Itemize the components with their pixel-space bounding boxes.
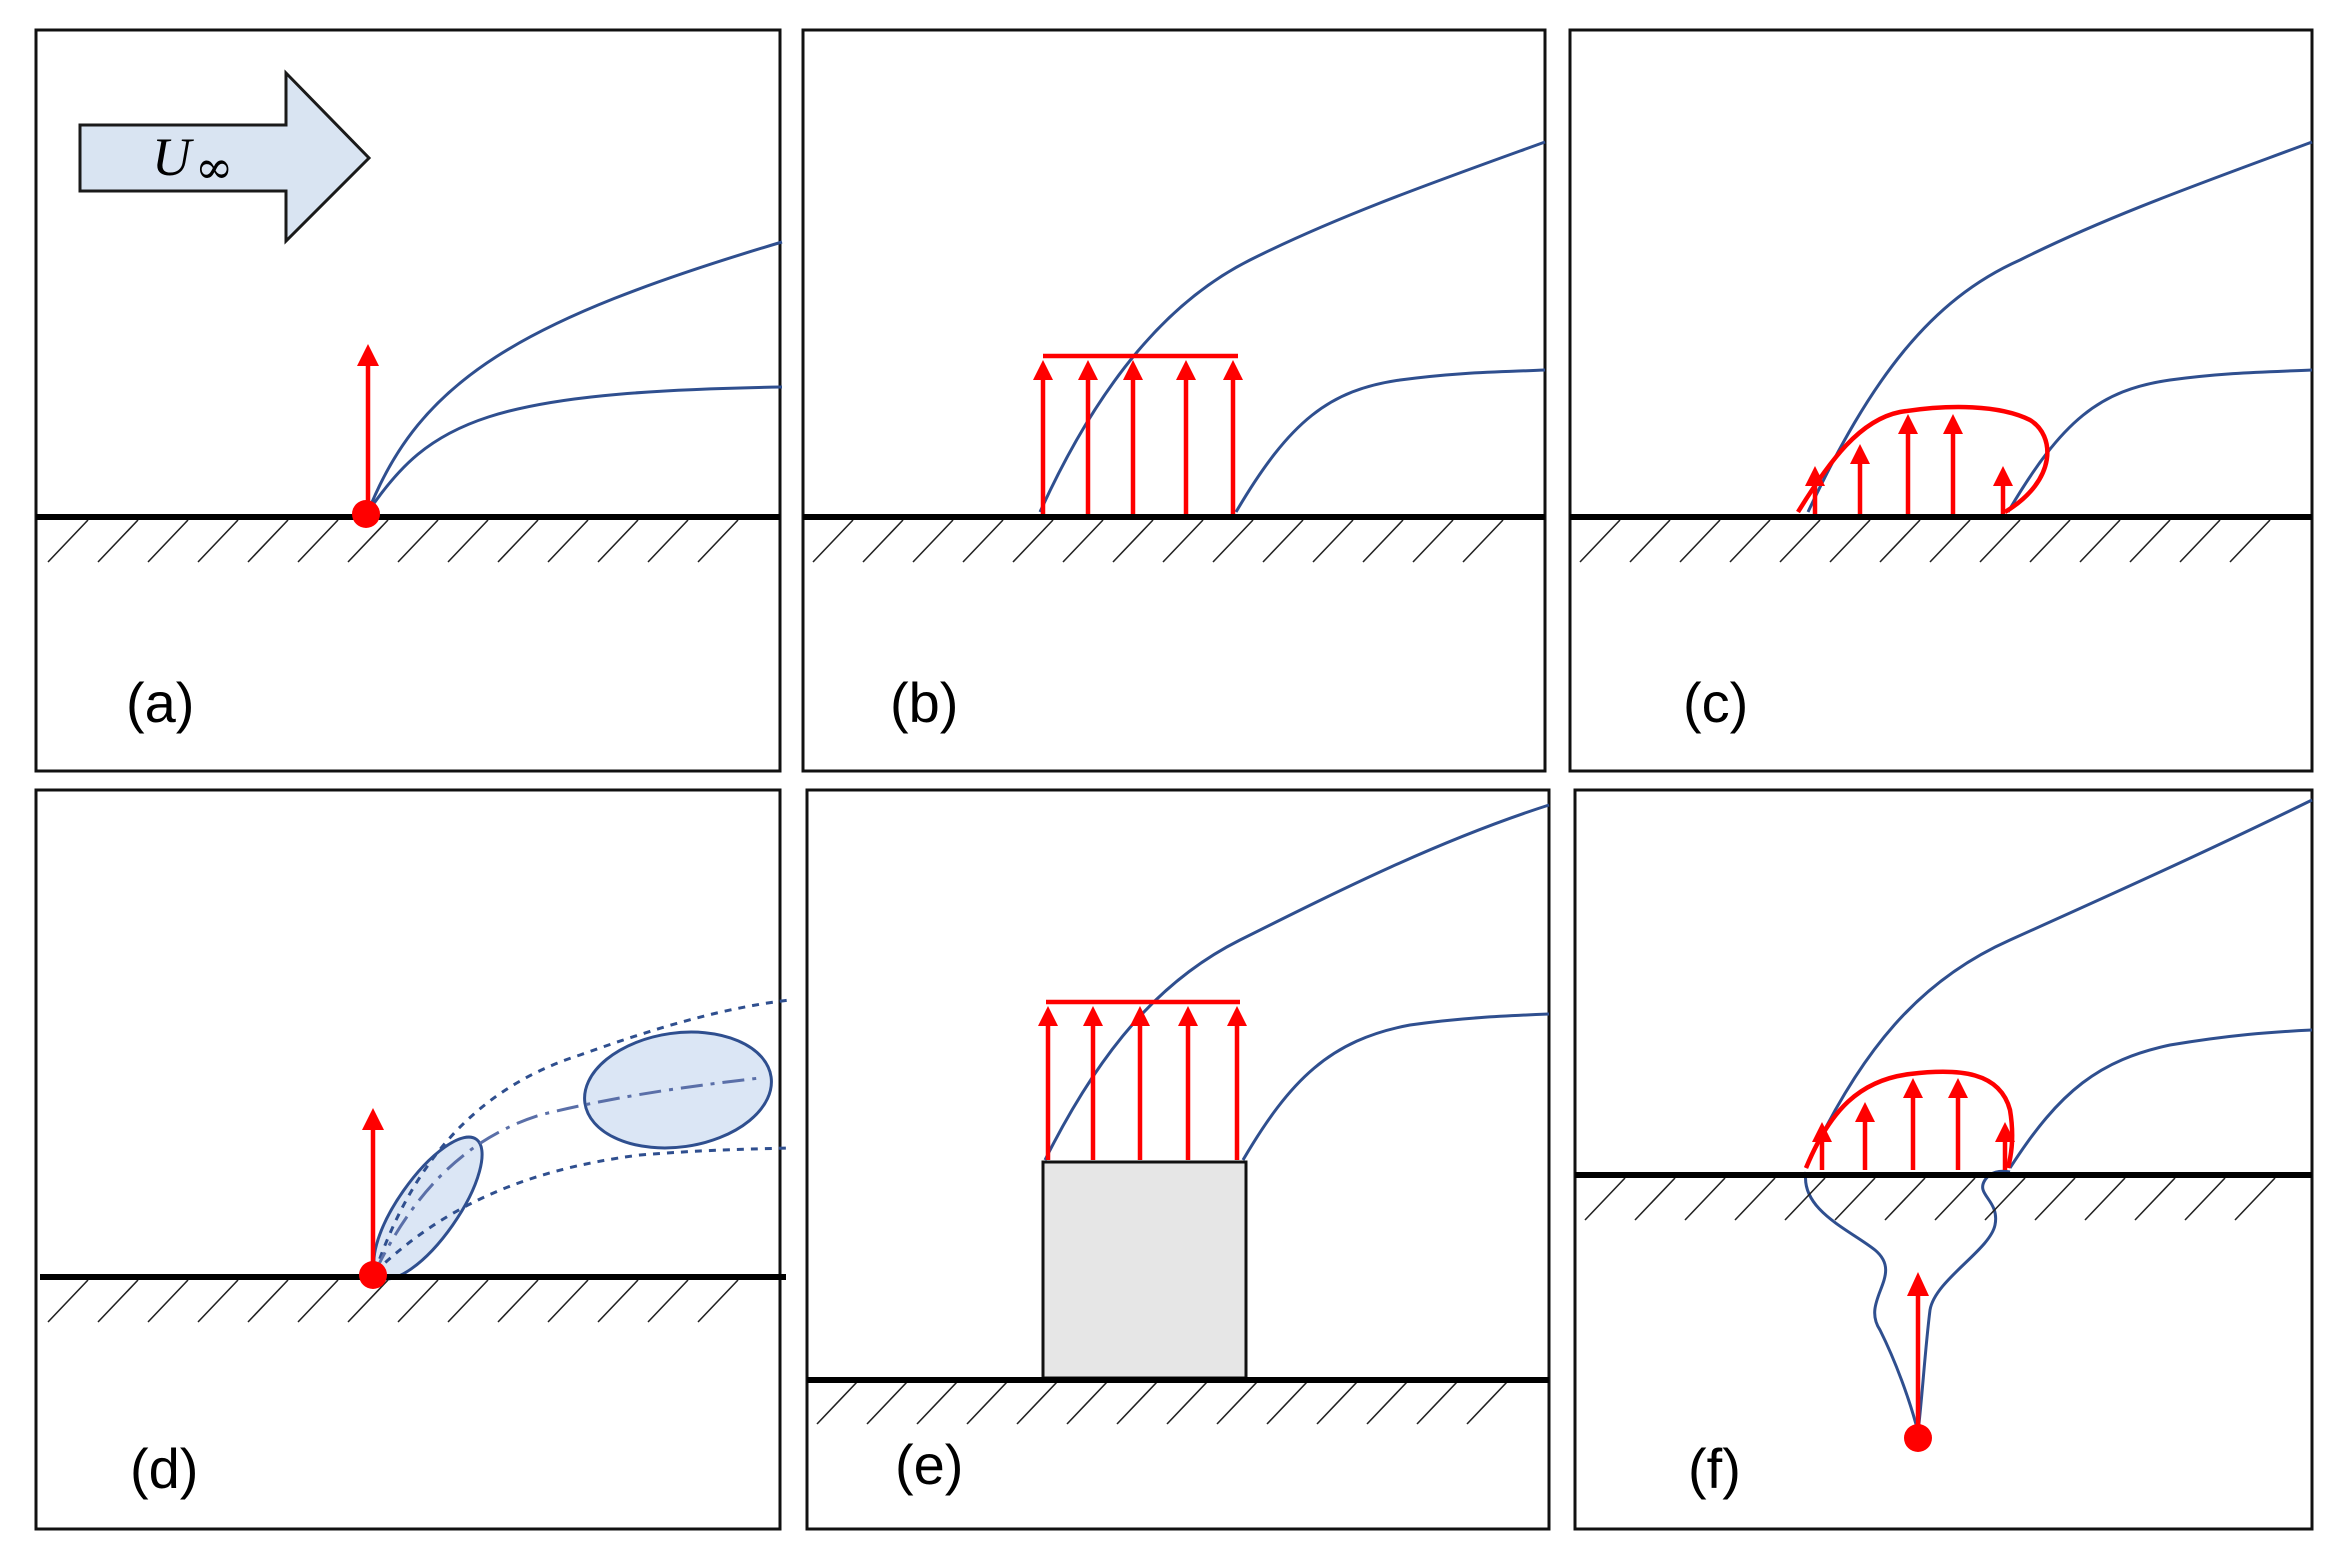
panel-label-e: (e): [895, 1433, 963, 1496]
velocity-arrows: [1805, 414, 2013, 514]
panel-a: U∞ (a): [34, 28, 783, 773]
velocity-arrows: [1038, 1006, 1247, 1160]
panel-label-d: (d): [130, 1437, 198, 1500]
panel-e-frame: [805, 788, 1551, 1531]
jet-upper-boundary-dashed: [373, 998, 791, 1273]
jet-upper-boundary: [1038, 140, 1546, 513]
jet-lower-boundary: [2008, 1028, 2313, 1169]
panel-b-frame: [801, 28, 1547, 773]
panel-c: (c): [1568, 28, 2314, 773]
panel-label-c: (c): [1683, 671, 1748, 734]
jet-upper-boundary: [1806, 140, 2313, 513]
wall-hatch: [812, 519, 1504, 563]
panel-label-a: (a): [126, 671, 194, 734]
velocity-arrowhead: [357, 344, 379, 366]
injection-point: [359, 1261, 387, 1289]
jet-lower-boundary-dashed: [373, 1146, 791, 1274]
wall-hatch: [47, 519, 739, 563]
wall-hatch: [816, 1381, 1508, 1425]
panel-f: (f): [1573, 788, 2314, 1531]
panel-c-frame: [1568, 28, 2314, 773]
jet-upper-boundary: [366, 240, 783, 513]
injection-point: [352, 500, 380, 528]
freestream-subscript: ∞: [195, 140, 233, 194]
panel-d: (d): [34, 788, 791, 1531]
jet-lower-boundary: [1241, 1012, 1550, 1161]
panel-label-f: (f): [1688, 1437, 1741, 1500]
jet-upper-boundary: [1043, 803, 1550, 1161]
velocity-arrows: [1033, 360, 1243, 514]
profile-envelope: [1803, 1069, 2015, 1169]
freestream-arrow-icon: U∞: [78, 69, 372, 245]
vortex-large: [583, 1030, 773, 1150]
panel-label-b: (b): [890, 671, 958, 734]
panel-d-frame: [34, 788, 782, 1531]
freestream-label: U∞: [152, 127, 233, 194]
nozzle-block: [1041, 1160, 1248, 1380]
velocity-arrowhead: [362, 1108, 384, 1130]
freestream-symbol: U: [152, 127, 194, 187]
jet-upper-boundary: [1804, 798, 2313, 1169]
jet-centerline: [373, 1076, 761, 1273]
profile-envelope: [1796, 404, 2050, 514]
wall-hatch: [1584, 1177, 2276, 1221]
jet-lower-boundary: [1234, 368, 1546, 513]
injection-point: [1904, 1424, 1932, 1452]
jet-lower-boundary: [366, 385, 783, 513]
subsurface-channel: [1804, 1169, 2011, 1433]
panel-e: (e): [805, 788, 1551, 1531]
wall-hatch: [1579, 519, 2271, 563]
velocity-arrows: [1812, 1078, 2015, 1170]
velocity-arrowhead: [1907, 1272, 1929, 1296]
panel-f-frame: [1573, 788, 2314, 1531]
wall-hatch: [47, 1279, 739, 1323]
panel-b: (b): [801, 28, 1547, 773]
